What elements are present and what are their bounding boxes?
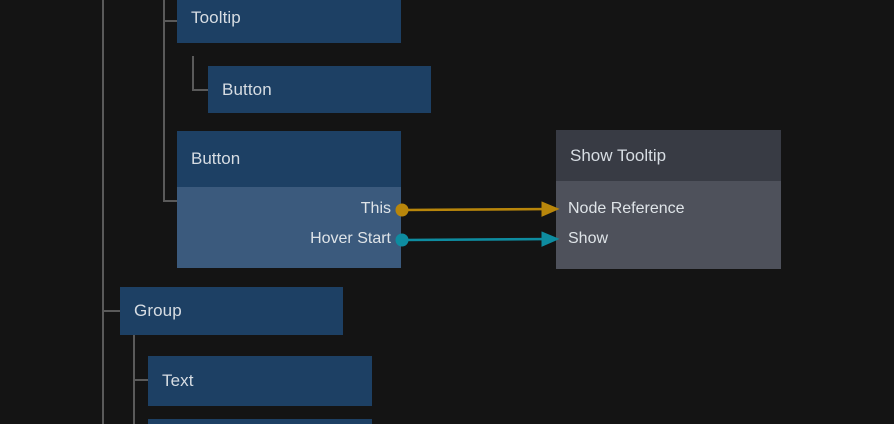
wire-hover-start-to-show[interactable] bbox=[395, 231, 560, 247]
tree-tick-button-outer bbox=[163, 200, 178, 202]
scene-node-tooltip[interactable]: Tooltip bbox=[177, 0, 401, 43]
graph-node-header[interactable]: Button bbox=[177, 131, 401, 187]
wire-this-to-node-reference[interactable] bbox=[395, 201, 560, 217]
graph-node-body: Node Reference Show bbox=[556, 181, 781, 269]
scene-node-label: Tooltip bbox=[191, 7, 241, 27]
tree-guide-branch-nested-button bbox=[192, 56, 194, 91]
output-port-hover-start[interactable]: Hover Start bbox=[310, 228, 401, 250]
output-port-this[interactable]: This bbox=[361, 198, 401, 220]
scene-node-text[interactable]: Text bbox=[148, 356, 372, 406]
graph-node-title: Show Tooltip bbox=[570, 145, 667, 165]
input-port-label: Show bbox=[568, 230, 609, 247]
tree-guide-root bbox=[102, 0, 104, 424]
tree-tick-tooltip bbox=[163, 20, 178, 22]
scene-node-button-nested[interactable]: Button bbox=[208, 66, 431, 113]
scene-node-partial-below[interactable] bbox=[148, 419, 372, 424]
tree-tick-nested-button bbox=[192, 89, 208, 91]
scene-node-group[interactable]: Group bbox=[120, 287, 343, 335]
scene-node-label: Text bbox=[162, 371, 194, 390]
input-port-label: Node Reference bbox=[568, 200, 685, 217]
graph-node-show-tooltip[interactable]: Show Tooltip Node Reference Show bbox=[556, 130, 781, 269]
graph-node-title: Button bbox=[191, 149, 241, 168]
tree-tick-group bbox=[102, 310, 120, 312]
scene-node-label: Group bbox=[134, 301, 182, 320]
output-port-label: Hover Start bbox=[310, 230, 391, 247]
graph-node-button[interactable]: Button This Hover Start bbox=[177, 131, 401, 268]
tree-guide-branch-tooltip bbox=[163, 0, 165, 202]
input-port-show[interactable]: Show bbox=[556, 228, 608, 250]
scene-node-label: Button bbox=[222, 79, 272, 99]
graph-node-body: This Hover Start bbox=[177, 187, 401, 268]
output-port-label: This bbox=[360, 200, 391, 217]
tree-tick-text bbox=[133, 379, 148, 381]
graph-node-header[interactable]: Show Tooltip bbox=[556, 130, 781, 181]
input-port-node-reference[interactable]: Node Reference bbox=[556, 198, 685, 220]
